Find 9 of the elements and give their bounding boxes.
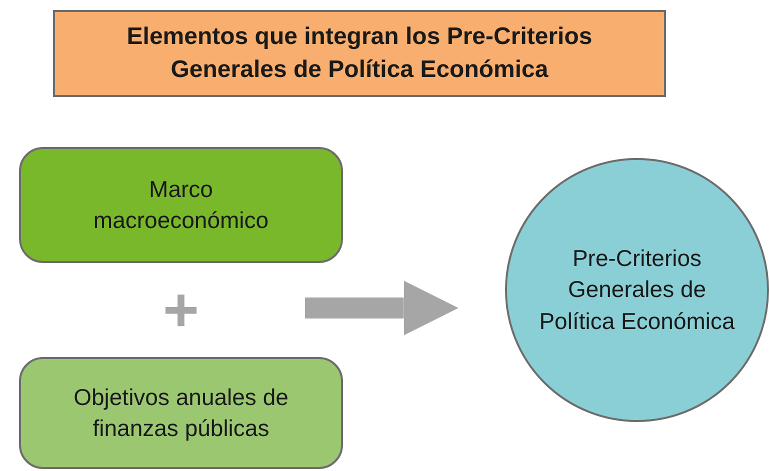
title-box (53, 10, 666, 97)
node-label: Objetivos anuales de finanzas públicas (72, 382, 290, 443)
element-box (19, 147, 343, 263)
title-label: Elementos que integran los Pre-Criterios Generales de Política Económica (126, 22, 594, 84)
element-box (19, 357, 343, 469)
node-label: Pre-Criterios Generales de Política Económica (538, 244, 736, 336)
plus-sign: + (162, 280, 200, 342)
node-label: Marco macroeconómico (92, 174, 270, 235)
arrow (305, 280, 458, 336)
